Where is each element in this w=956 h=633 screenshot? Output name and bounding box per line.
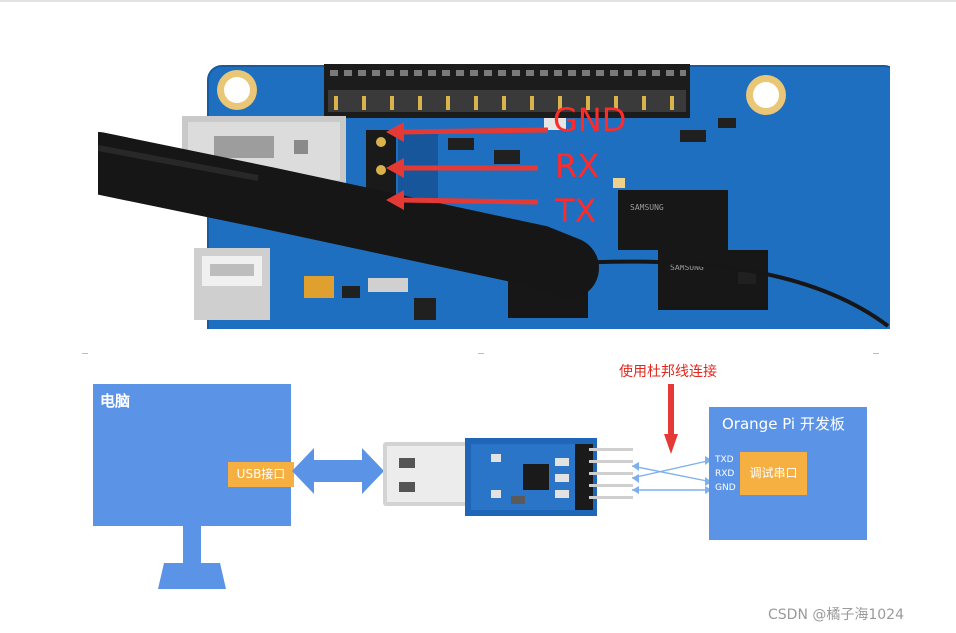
divider-tick (82, 353, 88, 354)
monitor-stand (183, 526, 201, 564)
divider-tick (873, 353, 879, 354)
debug-serial-port-label: 调试串口 (740, 452, 807, 495)
orange-pi-board-title: Orange Pi 开发板 (722, 415, 845, 433)
computer-box (93, 384, 291, 526)
watermark: CSDN @橘子海1024 (768, 607, 904, 623)
divider-tick (478, 353, 484, 354)
dupont-wires (631, 452, 714, 502)
svg-text:SAMSUNG: SAMSUNG (630, 203, 664, 212)
dupont-connection-label: 使用杜邦线连接 (619, 364, 717, 380)
txd-pin-label: TXD (715, 455, 734, 465)
computer-title: 电脑 (100, 392, 131, 410)
top-divider (0, 0, 956, 2)
tx-pin-label: TX (555, 192, 597, 230)
gnd-pin-label: GND (715, 483, 736, 493)
down-arrow-icon (664, 384, 678, 458)
double-arrow-icon (292, 446, 384, 500)
orange-pi-board-illustration: SAMSUNG SAMSUNG (98, 64, 890, 329)
rxd-pin-label: RXD (715, 469, 735, 479)
gnd-pin-label: GND (553, 101, 627, 139)
board-photo: SAMSUNG SAMSUNG (98, 58, 890, 329)
usb-ttl-module-icon (383, 434, 635, 522)
rx-pin-label: RX (555, 147, 600, 185)
monitor-base-icon (158, 563, 228, 593)
usb-port-label: USB接口 (228, 462, 294, 487)
svg-text:SAMSUNG: SAMSUNG (670, 263, 704, 272)
